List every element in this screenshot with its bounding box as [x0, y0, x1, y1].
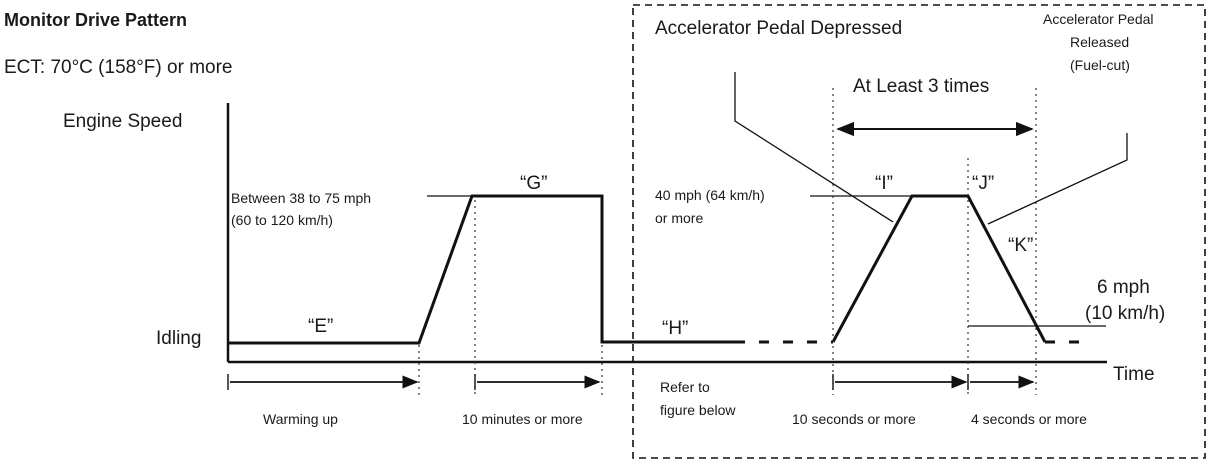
segment-j-label: “J” [972, 173, 994, 194]
ect-condition: ECT: 70°C (158°F) or more [4, 57, 232, 78]
speed-40-label-2: or more [655, 210, 703, 226]
speed-range-label-1: Between 38 to 75 mph [231, 190, 371, 206]
released-pointer [987, 133, 1128, 225]
pedal-region-box [632, 4, 1206, 459]
segment-k-label: “K” [1008, 235, 1033, 256]
duration-g-label: 10 minutes or more [462, 411, 583, 427]
idle-label: Idling [156, 328, 201, 349]
diagram-title: Monitor Drive Pattern [4, 10, 187, 30]
pedal-depressed-label: Accelerator Pedal Depressed [655, 18, 902, 39]
segment-g-label: “G” [520, 173, 547, 194]
speed-6-label-1: 6 mph [1097, 277, 1150, 298]
duration-k-label: 4 seconds or more [971, 411, 1087, 427]
refer-label-2: figure below [660, 402, 736, 418]
duration-i-label: 10 seconds or more [792, 411, 916, 427]
x-axis-label: Time [1113, 364, 1155, 385]
arrow-start-ticks [227, 374, 969, 390]
speed-40-label-1: 40 mph (64 km/h) [655, 187, 765, 203]
drive-trace-accel [831, 194, 1047, 343]
speed-range-label-2: (60 to 120 km/h) [231, 212, 333, 228]
segment-i-label: “I” [875, 173, 893, 194]
segment-h-label: “H” [662, 318, 688, 339]
repeat-label: At Least 3 times [853, 76, 989, 97]
segment-e-label: “E” [308, 316, 333, 337]
pedal-released-label-2: Released [1070, 34, 1129, 50]
drive-trace [228, 194, 735, 345]
y-axis-label: Engine Speed [63, 111, 182, 132]
speed-6-label-2: (10 km/h) [1085, 303, 1165, 324]
refer-label-1: Refer to [660, 379, 710, 395]
duration-warming-label: Warming up [263, 411, 338, 427]
pedal-released-label-1: Accelerator Pedal [1043, 11, 1154, 27]
dotted-separators [418, 88, 1037, 395]
pedal-released-label-3: (Fuel-cut) [1070, 57, 1130, 73]
depressed-pointer [734, 72, 894, 223]
